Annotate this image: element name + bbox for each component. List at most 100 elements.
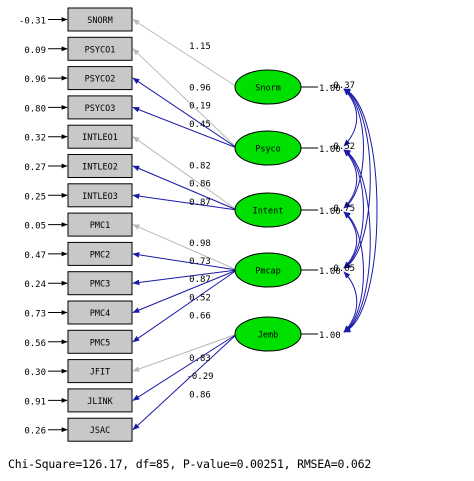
loading-path <box>132 77 238 149</box>
latent-variable-label: Psyco <box>255 145 281 155</box>
loading-path <box>132 136 238 211</box>
observed-variable-label: PSYCO2 <box>85 75 116 85</box>
observed-variable-label: PMC2 <box>90 250 110 260</box>
latent-variable-label: Snorm <box>255 84 281 94</box>
loading-path <box>132 269 238 286</box>
error-variance-label: 0.05 <box>24 222 46 232</box>
loading-label: 0.82 <box>189 162 211 172</box>
error-variance-label: 0.09 <box>24 46 46 56</box>
observed-variable-box <box>67 124 133 149</box>
loading-path <box>132 48 238 149</box>
covariance-arc <box>343 211 358 269</box>
latent-variable-ellipse <box>234 192 302 228</box>
loading-label: 0.87 <box>189 275 211 285</box>
latent-variance-label: 1.00 <box>319 267 341 277</box>
loading-label: 0.86 <box>189 180 211 190</box>
latent-variance-label: 1.00 <box>319 145 341 155</box>
path-diagram: SNORM PSYCO1PSYCO2PSYCO3INTLEO1INTLEO2INT… <box>19 7 378 442</box>
observed-variable-label: INTLEO2 <box>82 163 118 173</box>
observed-variable-label: SNORM <box>87 16 113 26</box>
observed-variable-box <box>67 36 133 61</box>
covariance-arc <box>343 149 371 333</box>
latent-variable-label: Jemb <box>258 331 278 341</box>
fit-statistics: Chi-Square=126.17, df=85, P-value=0.0025… <box>8 457 372 471</box>
latent-variance-label: 1.00 <box>319 331 341 341</box>
loading-label: 0.45 <box>189 120 211 130</box>
observed-variable-box <box>67 7 133 32</box>
covariance-arc <box>343 271 358 333</box>
loading-label: -0.29 <box>186 372 213 382</box>
observed-variable-box <box>67 212 133 237</box>
latent-variable-ellipse <box>234 316 302 352</box>
observed-variable-label: JLINK <box>87 397 113 407</box>
error-variance-label: 0.24 <box>24 280 46 290</box>
error-variance-label: 0.56 <box>24 339 46 349</box>
error-variance-label: 0.26 <box>24 427 46 437</box>
covariance-arc <box>343 88 364 209</box>
loading-path <box>132 106 238 149</box>
covariance-label: -0.37 <box>328 81 355 91</box>
observed-variable-box <box>67 300 133 325</box>
covariance-label: -0.75 <box>328 204 355 214</box>
error-variance-label: 0.73 <box>24 310 46 320</box>
observed-variable-box <box>67 329 133 354</box>
observed-variable-label: PSYCO3 <box>85 104 116 114</box>
latent-variable-ellipse <box>234 69 302 105</box>
observed-variable-label: PMC5 <box>90 338 110 348</box>
observed-variable-label: PMC1 <box>90 221 110 231</box>
observed-variable-box <box>67 66 133 91</box>
latent-variable-label: Intent <box>253 207 284 217</box>
covariance-arc <box>343 88 371 269</box>
error-variance-label: 0.27 <box>24 163 46 173</box>
covariance-label: -0.52 <box>328 142 355 152</box>
loading-path <box>132 333 238 431</box>
latent-variable-ellipse <box>234 130 302 166</box>
observed-variable-box <box>67 271 133 296</box>
loading-path <box>132 333 238 401</box>
observed-variable-box <box>67 183 133 208</box>
latent-variable-label: Pmcap <box>255 267 281 277</box>
loading-path <box>132 269 238 343</box>
observed-variable-label: PMC4 <box>90 309 110 319</box>
error-variance-label: 0.91 <box>24 397 46 407</box>
error-variance-label: 0.80 <box>24 104 46 114</box>
loading-label: 0.86 <box>189 390 211 400</box>
loading-path <box>132 19 238 88</box>
loading-path <box>132 165 238 211</box>
error-variance-label: 0.25 <box>24 192 46 202</box>
covariance-arc <box>343 211 364 333</box>
loading-path <box>132 193 238 211</box>
loading-label: 0.19 <box>189 102 211 112</box>
observed-variable-label: INTLEO1 <box>82 133 118 143</box>
latent-variance-label: 1.00 <box>319 84 341 94</box>
observed-variable-box <box>67 417 133 442</box>
observed-variable-box <box>67 95 133 120</box>
loading-path <box>132 333 238 372</box>
latent-variable-ellipse <box>234 252 302 288</box>
observed-variable-box <box>67 388 133 413</box>
covariance-arc <box>343 149 364 269</box>
observed-variable-box <box>67 359 133 384</box>
covariance-arc <box>343 88 378 333</box>
loading-label: 0.87 <box>189 198 211 208</box>
observed-variable-label: JFIT <box>90 368 110 378</box>
covariance-arc <box>343 149 358 209</box>
loading-path <box>132 269 238 313</box>
observed-variable-label: PSYCO1 <box>85 45 116 55</box>
covariance-label: -0.05 <box>328 264 355 274</box>
loading-label: 0.73 <box>189 257 211 267</box>
loading-path <box>132 224 238 271</box>
observed-variable-box <box>67 241 133 266</box>
loading-label: 0.96 <box>189 83 211 93</box>
observed-variable-box <box>67 154 133 178</box>
error-variance-label: 0.30 <box>24 368 46 378</box>
observed-variable-label: INTLEO3 <box>82 192 118 202</box>
error-variance-label: 0.96 <box>24 75 46 85</box>
latent-variance-label: 1.00 <box>319 207 341 217</box>
error-variance-label: 0.47 <box>24 251 46 261</box>
error-variance-label: -0.31 <box>19 17 46 27</box>
loading-label: 0.66 <box>189 312 211 322</box>
loading-label: 0.83 <box>189 354 211 364</box>
loading-label: 0.52 <box>189 293 211 303</box>
observed-variable-label: JSAC <box>90 426 110 436</box>
